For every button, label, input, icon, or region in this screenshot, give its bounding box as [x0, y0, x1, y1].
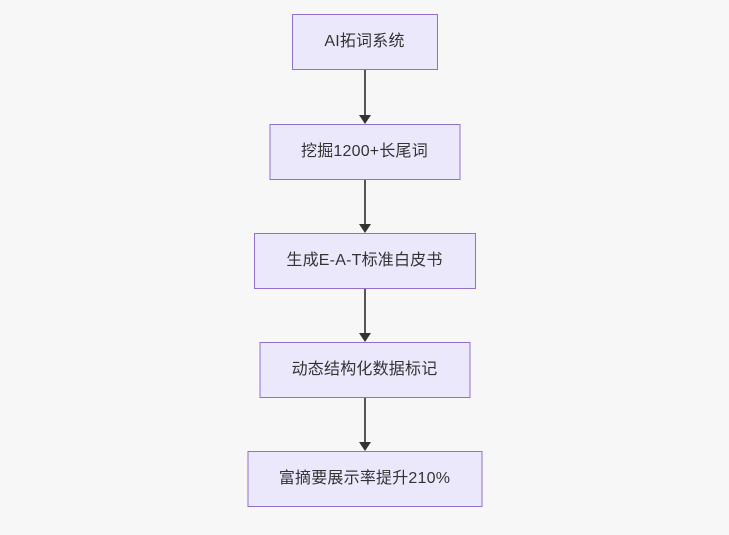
flow-node-longtail-mining[interactable]: 挖掘1200+长尾词 — [269, 124, 460, 180]
arrowhead-icon — [358, 115, 371, 124]
connector-line — [363, 289, 366, 334]
arrowhead-icon — [358, 333, 371, 342]
flow-connector-1 — [358, 70, 372, 124]
flow-node-structured-data[interactable]: 动态结构化数据标记 — [259, 342, 470, 398]
flow-connector-3 — [358, 289, 372, 342]
flow-connector-4 — [358, 398, 372, 451]
connector-line — [363, 180, 366, 225]
flow-connector-2 — [358, 180, 372, 233]
flow-node-ai-keyword-system[interactable]: AI拓词系统 — [291, 14, 438, 70]
connector-line — [363, 398, 366, 443]
flow-node-rich-snippet-result[interactable]: 富摘要展示率提升210% — [247, 451, 482, 507]
flow-node-eat-whitepaper[interactable]: 生成E-A-T标准白皮书 — [253, 233, 476, 289]
arrowhead-icon — [358, 442, 371, 451]
arrowhead-icon — [358, 224, 371, 233]
connector-line — [363, 70, 366, 116]
